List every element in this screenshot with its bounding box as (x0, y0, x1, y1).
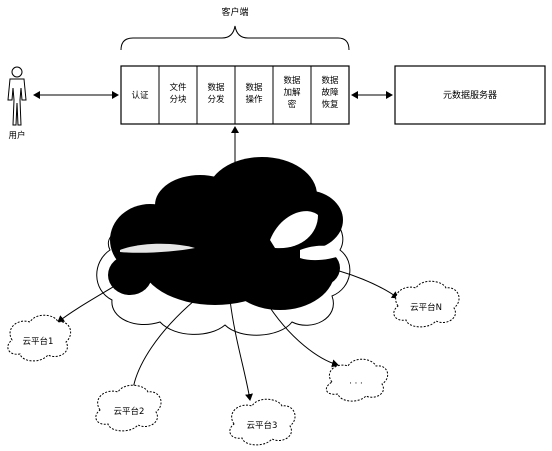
cloud-highlights (120, 211, 342, 261)
module-distribution-l2: 分发 (207, 94, 225, 105)
user-icon (7, 66, 27, 126)
metadata-server-box: 元数据服务器 (394, 65, 546, 125)
module-crypto-l1: 数据 (283, 75, 301, 86)
cloud-platform-2: 云平台2 (95, 384, 162, 432)
client-module-box: 认证 文件 分块 数据 分发 数据 操作 数据 加解 密 数据 故障 恢复 (120, 65, 350, 125)
module-recovery-l3: 恢复 (321, 99, 339, 110)
module-operation-l1: 数据 (245, 82, 263, 93)
module-chunking-l1: 文件 (169, 82, 187, 93)
cloud-platform-n-label: 云平台N (410, 302, 442, 313)
cloud-platform-2-label: 云平台2 (114, 406, 145, 417)
cloud-platform-n: 云平台N (393, 280, 460, 328)
cloud-ellipsis: · · · (325, 358, 389, 402)
client-brace (120, 25, 350, 51)
module-chunking-l2: 分块 (169, 94, 187, 105)
cloud-platform-3: 云平台3 (229, 398, 296, 446)
cloud-platform-1-label: 云平台1 (23, 336, 54, 347)
module-distribution-l1: 数据 (207, 82, 225, 93)
module-auth: 认证 (131, 90, 149, 101)
client-title: 客户端 (221, 6, 248, 18)
cloud-platform-3-label: 云平台3 (247, 420, 278, 431)
module-recovery-l1: 数据 (321, 75, 339, 86)
cloud-ellipsis-label: · · · (349, 379, 363, 389)
user-label: 用户 (8, 130, 25, 141)
module-recovery-l2: 故障 (321, 87, 339, 98)
module-crypto-l2: 加解 (283, 87, 301, 98)
module-operation-l2: 操作 (245, 94, 263, 105)
cloud-platform-1: 云平台1 (7, 314, 72, 362)
metadata-server-label: 元数据服务器 (443, 89, 497, 101)
module-crypto-l3: 密 (288, 99, 297, 110)
